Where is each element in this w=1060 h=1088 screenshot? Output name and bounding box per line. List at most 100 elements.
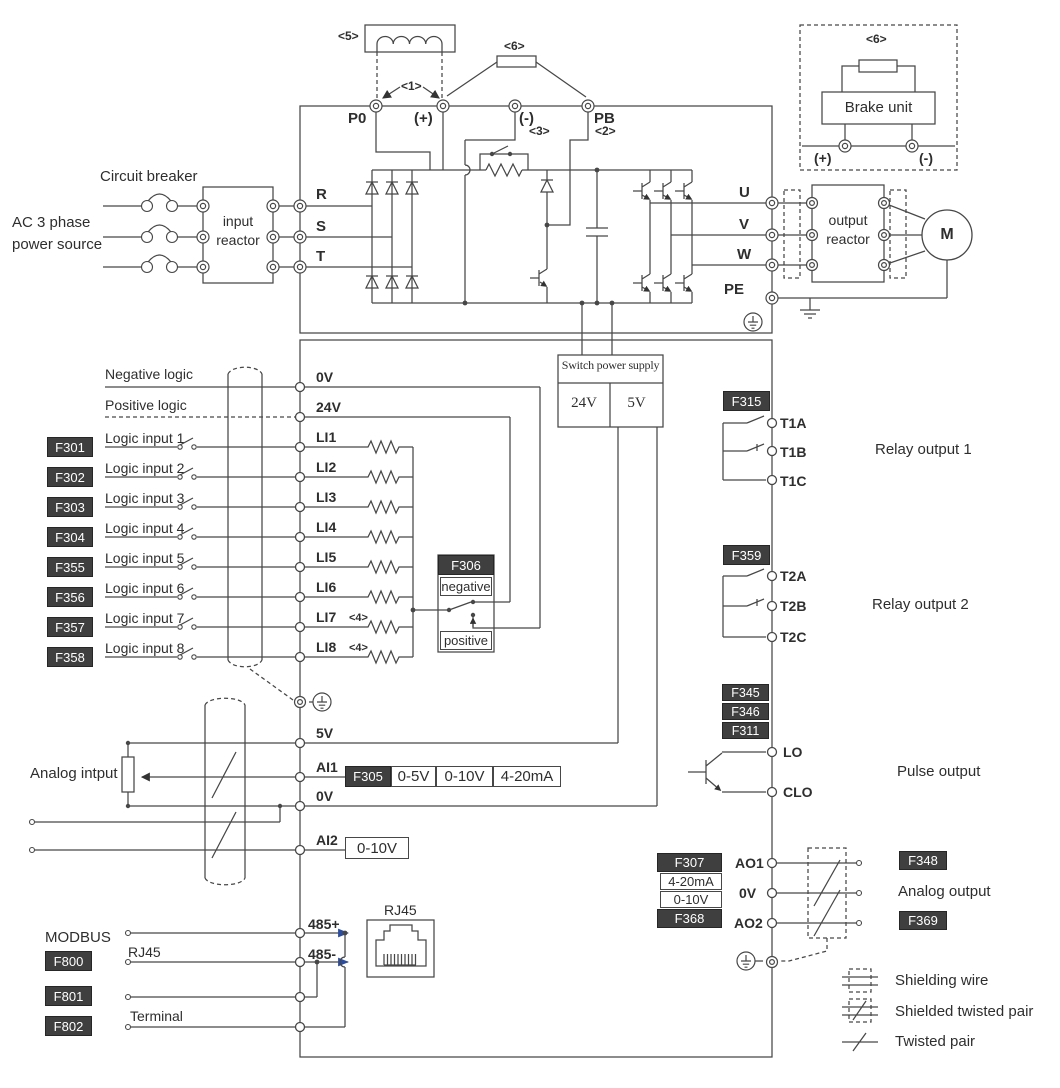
logic-input-label: Logic input 6 [105, 580, 185, 596]
terminal-u: U [739, 184, 750, 201]
note-1: <1> [401, 79, 422, 93]
logic-input-label: Logic input 7 [105, 610, 185, 626]
modbus-circuit [131, 919, 435, 1028]
f306-selector [437, 387, 541, 653]
control-block-outline [299, 339, 773, 1058]
brake-resistor-option [446, 55, 587, 98]
f305-option-0-5v: 0-5V [391, 766, 436, 787]
terminal-ai1: AI1 [316, 759, 338, 775]
ao-option-4-20ma: 4-20mA [660, 873, 722, 890]
param-chip-f304: F304 [47, 527, 93, 547]
ground-icon [736, 951, 756, 971]
analog-output-label: Analog output [898, 883, 991, 900]
param-chip-f802: F802 [45, 1016, 92, 1036]
pulse-output-label: Pulse output [897, 763, 981, 780]
circuit-breaker-label: Circuit breaker [100, 168, 198, 185]
terminal-p0: P0 [348, 110, 367, 127]
logic-input-circuit [105, 366, 540, 703]
terminal-0v: 0V [316, 369, 334, 385]
legend-twisted-pair: Twisted pair [895, 1033, 976, 1050]
terminal-li3: LI3 [316, 489, 337, 505]
dc-bus-circuit [372, 112, 692, 355]
terminal-485m: 485- [308, 946, 337, 962]
pulse-output-circuit [688, 751, 766, 793]
terminal-t1b: T1B [780, 444, 807, 460]
legend-shielded-twisted-pair: Shielded twisted pair [895, 1003, 1034, 1020]
param-chip-f357: F357 [47, 617, 93, 637]
terminal-485p: 485+ [308, 916, 340, 932]
logic-input-label: Logic input 2 [105, 460, 185, 476]
terminal-v: V [739, 216, 750, 233]
terminal-li6: LI6 [316, 579, 337, 595]
rectifier-bridge [300, 170, 420, 303]
analog-input-label: Analog intput [30, 765, 118, 782]
ground-icon [312, 692, 332, 712]
logic-input-label: Logic input 8 [105, 640, 185, 656]
param-chip-f346: F346 [722, 703, 769, 720]
param-chip-f358: F358 [47, 647, 93, 667]
note-6-brake: <6> [866, 32, 887, 46]
terminal-pb: PB [594, 110, 615, 127]
terminal-li8: LI8 [316, 639, 337, 655]
ac-source-label-1: AC 3 phase [12, 214, 91, 231]
relay-output-2-circuit [722, 568, 766, 638]
f306-positive-option: positive [440, 631, 492, 650]
ac-source-label-2: power source [12, 236, 103, 253]
terminal-clo: CLO [783, 784, 813, 800]
relay-output-1-label: Relay output 1 [875, 441, 972, 458]
junction-dots [125, 151, 615, 965]
f305-option-0-10v: 0-10V [436, 766, 493, 787]
param-chip-f301: F301 [47, 437, 93, 457]
inverter-bridge [633, 170, 772, 303]
motor-label: M [940, 226, 954, 243]
terminal-t1a: T1A [780, 415, 807, 431]
terminal-ai2: AI2 [316, 832, 338, 848]
note-6-top: <6> [504, 39, 525, 53]
terminal-resistor-label: Terminal [130, 1008, 183, 1024]
sps-title: Switch power supply [561, 358, 660, 372]
logic-input-label: Logic input 3 [105, 490, 185, 506]
terminal-w: W [737, 246, 752, 263]
ground-icon [743, 312, 763, 332]
f305-option-4-20ma: 4-20mA [493, 766, 561, 787]
terminal-5v: 5V [316, 725, 334, 741]
param-chip-f800: F800 [45, 951, 92, 971]
note-2: <2> [595, 124, 616, 138]
terminal-ao2: AO2 [734, 915, 763, 931]
terminal-t2b: T2B [780, 598, 807, 614]
ao-option-0-10v: 0-10V [660, 891, 722, 908]
param-chip-f306: F306 [438, 555, 494, 575]
param-chip-f348: F348 [899, 851, 947, 870]
terminal-s: S [316, 218, 327, 235]
f306-negative-option: negative [440, 577, 492, 596]
terminal-li2: LI2 [316, 459, 337, 475]
sps-5v: 5V [627, 395, 646, 411]
legend-symbols [842, 968, 878, 1052]
terminal-t: T [316, 248, 326, 265]
relay-output-1-circuit [722, 415, 766, 481]
terminal-lo: LO [783, 744, 803, 760]
logic-input-label: Logic input 5 [105, 550, 185, 566]
terminal-0v-ao: 0V [739, 885, 757, 901]
negative-logic-label: Negative logic [105, 366, 193, 382]
positive-logic-label: Positive logic [105, 397, 187, 413]
terminal-pe: PE [724, 281, 745, 298]
brake-minus-label: (-) [919, 150, 933, 166]
switch-power-supply [557, 354, 664, 806]
param-chip-f355: F355 [47, 557, 93, 577]
note-5: <5> [338, 29, 359, 43]
logic-input-label: Logic input 4 [105, 520, 185, 536]
modbus-label: MODBUS [45, 929, 111, 946]
power-block-outline [299, 105, 773, 334]
terminal-li7: LI7 [316, 609, 337, 625]
param-chip-f368: F368 [657, 909, 722, 928]
output-circuit [772, 184, 973, 319]
relay-output-2-label: Relay output 2 [872, 596, 969, 613]
param-chip-f311: F311 [722, 722, 769, 739]
param-chip-f359: F359 [723, 545, 770, 565]
note-4-li8: <4> [349, 642, 368, 654]
param-chip-f356: F356 [47, 587, 93, 607]
terminal-t1c: T1C [780, 473, 807, 489]
dc-reactor-option [364, 24, 456, 99]
